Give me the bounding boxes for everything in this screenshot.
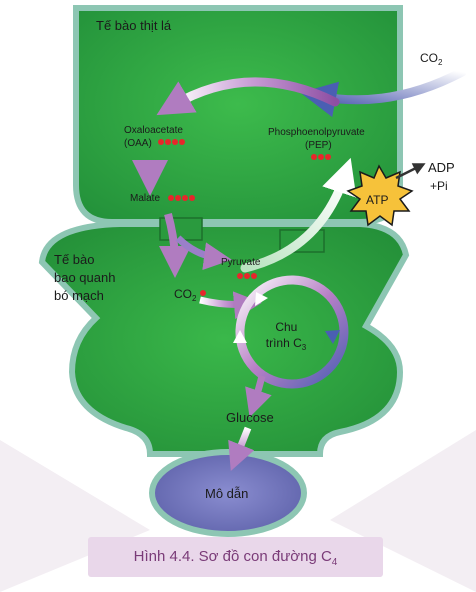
malate-to-pyruvate-arrow (175, 235, 232, 271)
adp-label: ADP (428, 160, 455, 175)
background-shape (0, 440, 150, 592)
pi-label: +Pi (430, 179, 448, 193)
oaa-carbon-dots (158, 139, 185, 145)
vascular-label: Mô dẫn (205, 486, 248, 501)
glucose-to-vascular-arrow (228, 426, 255, 471)
atp-to-adp-arrow (395, 163, 426, 180)
background-shape (330, 430, 476, 592)
co2-carbon-dot (200, 290, 206, 296)
malate-carbon-dots (168, 195, 195, 201)
pep-carbon-dots (311, 154, 331, 160)
cycle-arrowhead-right (325, 330, 340, 344)
atp-label: ATP (366, 193, 388, 207)
carboxylation-arrow (156, 77, 340, 116)
malate-label: Malate (130, 193, 160, 204)
c3-cycle-ring (235, 275, 349, 389)
glucose-label: Glucose (226, 410, 274, 425)
figure-caption: Hình 4.4. Sơ đồ con đường C4 (133, 548, 338, 568)
pyruvate-label: Pyruvate (221, 257, 261, 268)
malate-transport-arrow (158, 212, 191, 278)
pep-label: Phosphoenolpyruvate (PEP) (268, 127, 368, 151)
cycle-to-glucose-arrow (245, 375, 272, 418)
cycle-arrowhead-top (255, 292, 268, 306)
oaa-label: Oxaloacetate (OAA) (124, 125, 186, 149)
caption-box (88, 537, 383, 577)
pyruvate-to-pep-arrow (240, 157, 357, 273)
co2-entry-label: CO2 (420, 51, 443, 67)
vascular-tissue (149, 449, 307, 537)
atp-star (346, 164, 414, 227)
mesophyll-label: Tế bào thịt lá (96, 18, 172, 33)
bundle-sheath-label: Tế bào bao quanh bó mạch (54, 252, 119, 303)
pyruvate-carbon-dots (237, 273, 257, 279)
cycle-arrowhead-left (233, 330, 247, 343)
c3-cycle-label: Chu trình C3 (266, 320, 307, 352)
co2-released-label: CO2 (174, 287, 197, 303)
